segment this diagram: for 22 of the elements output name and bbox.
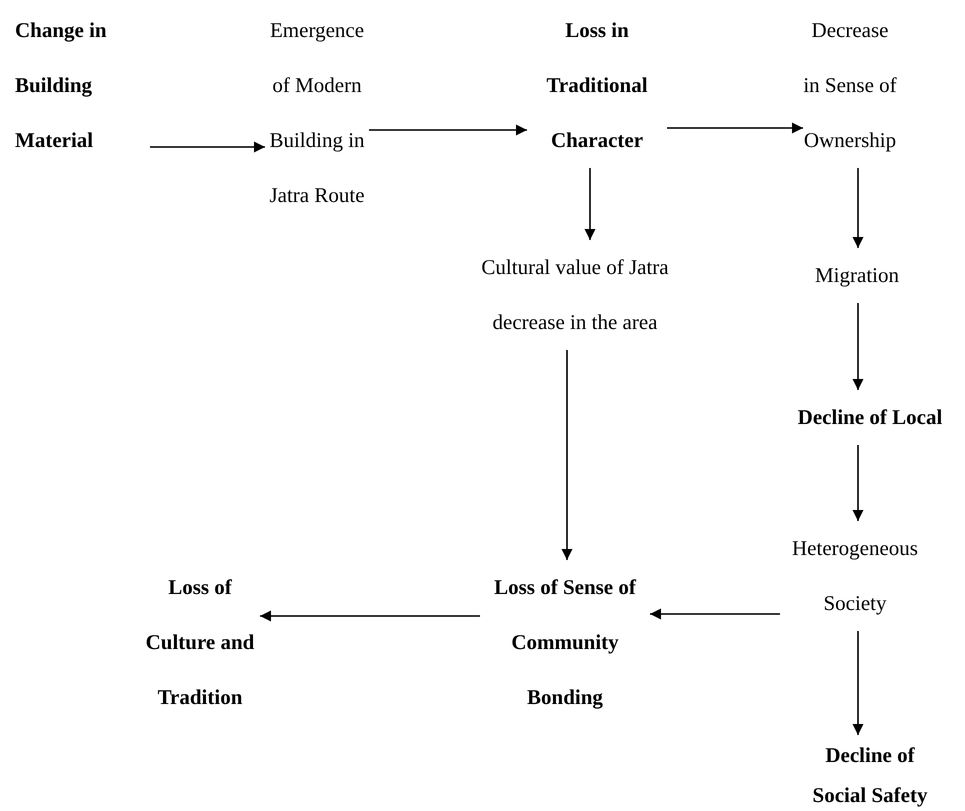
heading-text: Loss of Culture and Tradition [144, 574, 256, 711]
arrow [561, 350, 573, 560]
heading-text: Change in Building Material [15, 17, 108, 154]
heading-text: Decline of Local [796, 404, 944, 431]
arrow [852, 168, 864, 248]
arrow [650, 608, 780, 620]
arrow [852, 445, 864, 521]
node-text: Emergence of Modern Building in Jatra Route [268, 17, 366, 209]
heading-text: Loss of Sense of Community Bonding [493, 574, 637, 711]
arrow [852, 303, 864, 390]
node-text: Decrease in Sense of Ownership [803, 17, 897, 154]
arrow [852, 631, 864, 735]
heading-text: Loss in Traditional Character [545, 17, 649, 154]
arrow [667, 122, 803, 134]
arrow [584, 168, 596, 240]
arrow [150, 141, 265, 153]
heading-text: Decline of Social Safety [812, 742, 928, 809]
arrow [369, 124, 527, 136]
node-text: Migration [814, 262, 900, 289]
node-text: Cultural value of Jatra decrease in the area [480, 254, 670, 336]
node-text: Heterogeneous Society [791, 535, 919, 617]
arrow [260, 610, 480, 622]
